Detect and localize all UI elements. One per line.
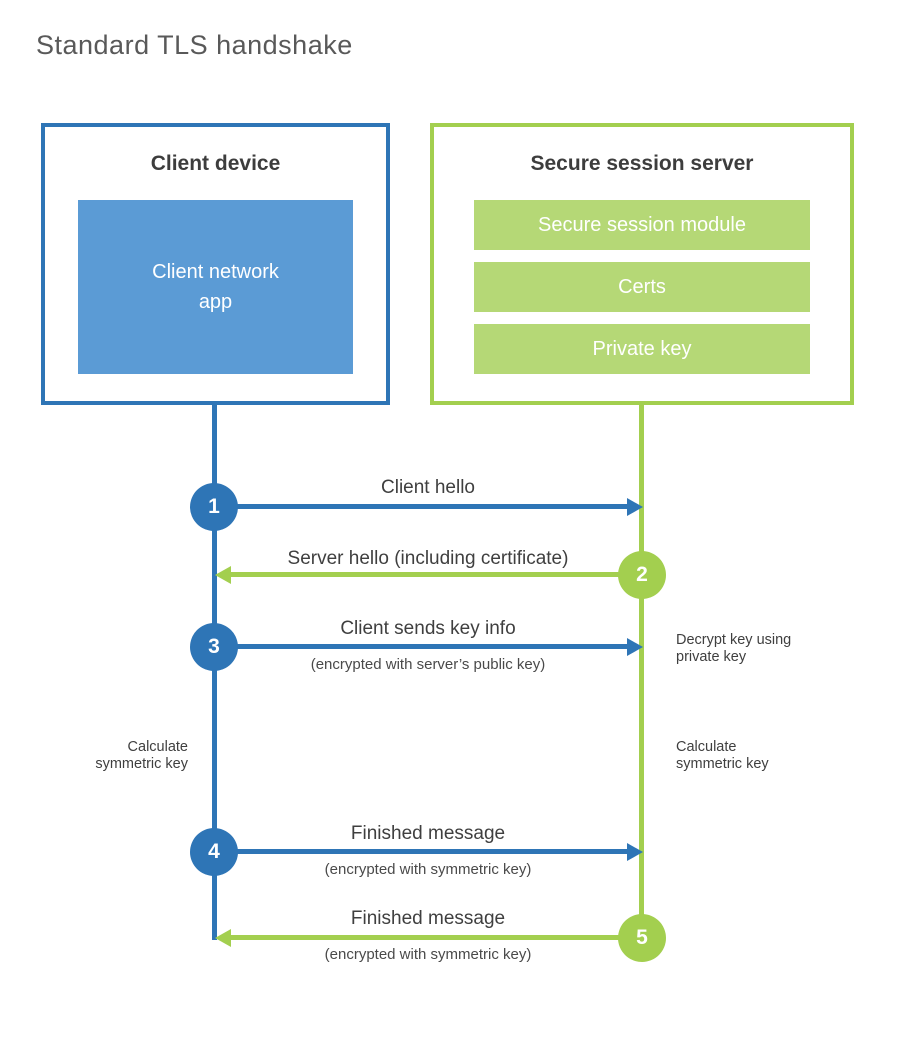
step5-arrowhead-left-icon: [215, 929, 231, 947]
step5-sublabel: (encrypted with symmetric key): [324, 946, 532, 963]
step5-label: Finished message: [350, 908, 506, 929]
server-lifeline: [639, 405, 644, 945]
step5-circle: 5: [618, 914, 666, 962]
step2-circle: 2: [618, 551, 666, 599]
client-lifeline: [212, 405, 217, 940]
client-calc-note: Calculate symmetric key: [95, 739, 188, 772]
server-module-certs: Certs: [474, 262, 810, 312]
decrypt-key-note: Decrypt key using private key: [676, 632, 792, 665]
step1-arrow-shaft: [215, 504, 628, 509]
page-title: Standard TLS handshake: [36, 30, 353, 60]
step3-sublabel: (encrypted with server’s public key): [310, 656, 546, 673]
step4-circle: 4: [190, 828, 238, 876]
server-calc-note: Calculate symmetric key: [676, 739, 769, 772]
step3-arrow-shaft: [215, 644, 628, 649]
client-device-box: Client device Client network app: [41, 123, 390, 405]
server-title: Secure session server: [530, 152, 754, 175]
step1-circle: 1: [190, 483, 238, 531]
client-network-app-box: Client network app: [78, 200, 353, 374]
step4-arrow-shaft: [215, 849, 628, 854]
step2-label: Server hello (including certificate): [287, 548, 569, 569]
step1-label: Client hello: [381, 477, 475, 498]
server-module-secure-session: Secure session module: [474, 200, 810, 250]
step4-arrowhead-right-icon: [627, 843, 643, 861]
server-module-private-key: Private key: [474, 324, 810, 374]
step3-label: Client sends key info: [340, 618, 516, 639]
client-device-title: Client device: [150, 152, 281, 175]
step5-arrow-shaft: [230, 935, 642, 940]
step2-arrow-shaft: [230, 572, 642, 577]
server-box: Secure session server Secure session mod…: [430, 123, 854, 405]
step3-arrowhead-right-icon: [627, 638, 643, 656]
step3-circle: 3: [190, 623, 238, 671]
step4-label: Finished message: [350, 823, 506, 844]
step1-arrowhead-right-icon: [627, 498, 643, 516]
step4-sublabel: (encrypted with symmetric key): [324, 861, 532, 878]
step2-arrowhead-left-icon: [215, 566, 231, 584]
